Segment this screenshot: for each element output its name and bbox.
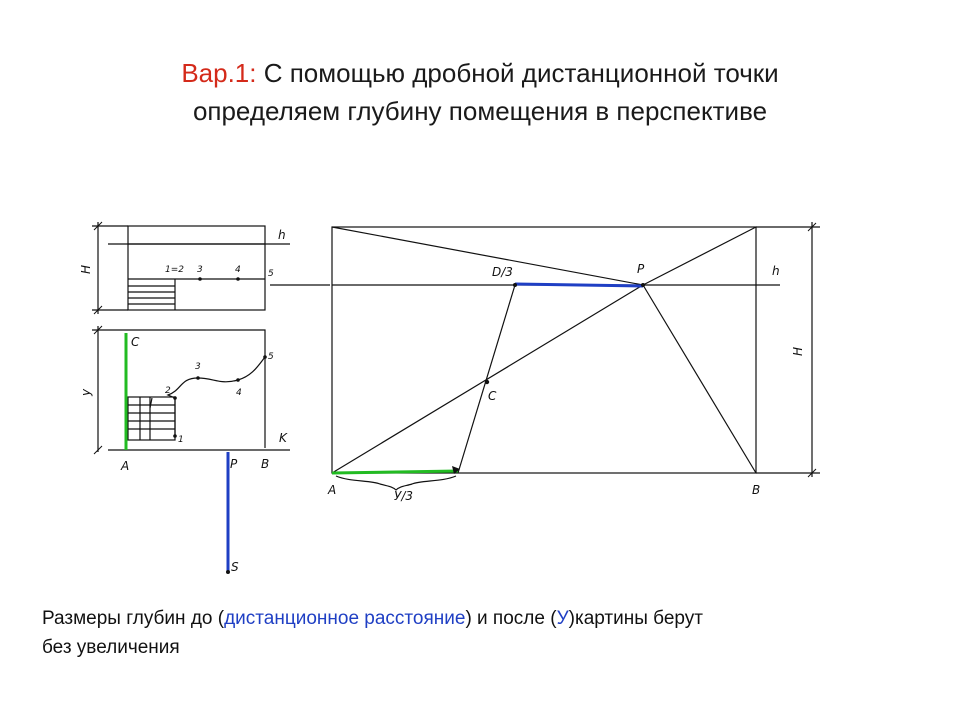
- label-h-right: h: [772, 264, 780, 278]
- label-B-persp: B: [752, 483, 760, 497]
- side-elevation: [92, 222, 290, 314]
- label-P-persp: P: [637, 262, 645, 276]
- title-line-2: определяем глубину помещения в перспекти…: [192, 96, 768, 126]
- y3-segment: [331, 469, 459, 475]
- label-4-top: 4: [235, 265, 241, 275]
- caption-highlight-2: У: [556, 608, 569, 629]
- title-line-1: С помощью дробной дистанционной точки: [256, 58, 779, 88]
- label-C-plan: C: [131, 335, 140, 349]
- label-K: K: [279, 431, 288, 445]
- label-A-persp: A: [327, 483, 336, 497]
- line-to-D3: [457, 284, 516, 474]
- label-1-plan: 1: [178, 435, 184, 445]
- line-to-P-top-left: [331, 226, 644, 286]
- label-3-plan: 3: [195, 362, 201, 372]
- label-2-plan: 2: [165, 386, 171, 396]
- label-h-left: h: [278, 228, 286, 242]
- caption-part-1: Размеры глубин до (: [42, 608, 225, 629]
- label-4-plan: 4: [236, 388, 242, 398]
- D3-segment: [514, 282, 644, 288]
- caption: Размеры глубин до (дистанционное расстоя…: [42, 604, 922, 662]
- label-y3: У/3: [394, 489, 413, 503]
- label-y-left: y: [79, 388, 93, 397]
- label-H-left: H: [79, 265, 93, 274]
- line-P-top-right: [642, 226, 757, 286]
- caption-part-3: )картины берут: [568, 608, 703, 629]
- y3-brace: [335, 475, 457, 491]
- label-P-plan: P: [230, 457, 238, 471]
- label-D3: D/3: [492, 265, 513, 279]
- picture-frame: [331, 226, 757, 474]
- slide-title: Вар.1: С помощью дробной дистанционной т…: [60, 54, 900, 130]
- floor-plan: [92, 326, 290, 572]
- stair-arrow: [149, 397, 153, 409]
- label-H-right: H: [791, 347, 805, 356]
- variant-label: Вар.1:: [181, 58, 257, 88]
- label-B-plan: B: [261, 457, 269, 471]
- label-1eq2: 1=2: [165, 265, 184, 275]
- label-C-persp: C: [488, 389, 497, 403]
- label-5-plan: 5: [268, 352, 274, 362]
- elevation-frame: [127, 225, 266, 311]
- caption-part-2: ) и после (: [465, 608, 557, 629]
- perspective-construction: [331, 222, 820, 491]
- label-5-top: 5: [268, 269, 274, 279]
- curved-wall-path: [166, 356, 266, 437]
- line-P-B: [642, 284, 757, 474]
- label-3-top: 3: [197, 265, 203, 275]
- diagonal-A-P: [331, 284, 644, 474]
- label-S: S: [231, 560, 239, 574]
- plan-walls: [128, 329, 266, 448]
- caption-line-2: без увеличения: [42, 637, 180, 658]
- label-A-plan: A: [120, 459, 129, 473]
- caption-highlight-1: дистанционное расстояние: [224, 608, 466, 629]
